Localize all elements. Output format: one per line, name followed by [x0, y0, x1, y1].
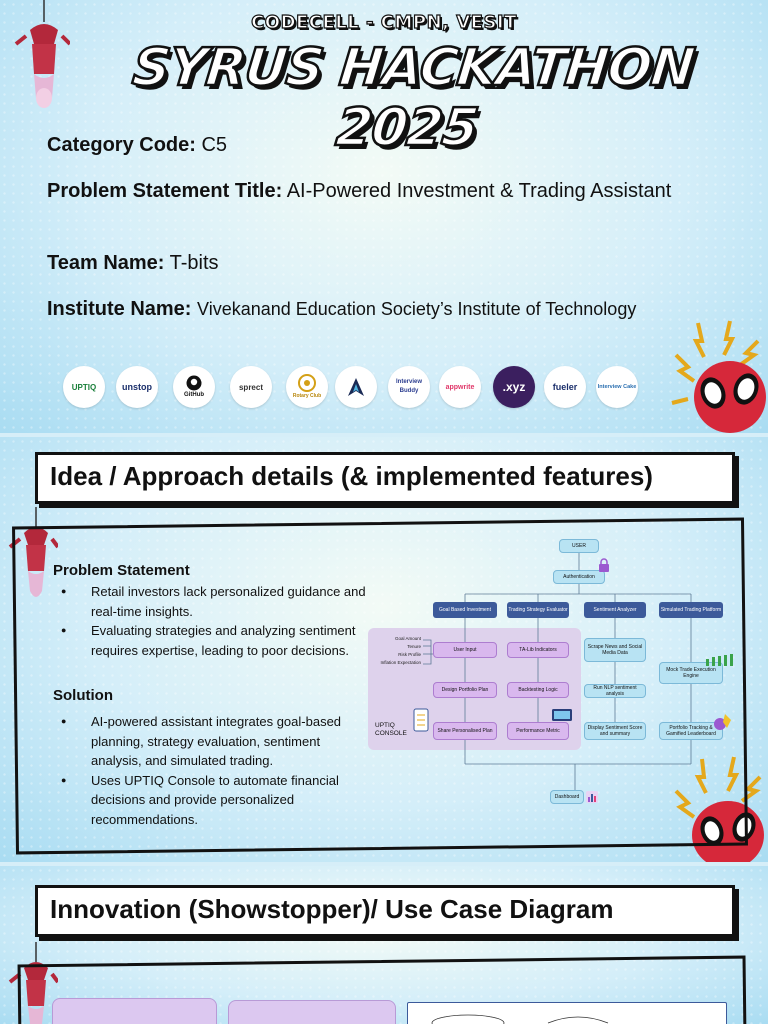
- idea-section-title: Idea / Approach details (& implemented f…: [35, 452, 735, 504]
- chart-icon: [586, 791, 598, 803]
- hanging-spiderman-icon: [14, 0, 70, 108]
- uptiq-logo: UPTIQ: [63, 366, 105, 408]
- input-goal-amount: Goal Amount: [394, 636, 421, 641]
- innovation-section-title-text: Innovation (Showstopper)/ Use Case Diagr…: [50, 894, 614, 924]
- document-icon: [413, 708, 429, 732]
- branch-strategy: Trading Strategy Evaluator: [507, 602, 569, 618]
- category-label: Category Code:: [47, 134, 196, 156]
- nlp-label: Run NLP sentiment analysis: [593, 685, 637, 697]
- spiderman-face-icon: [671, 320, 766, 433]
- share-plan-label: Share Personalised Plan: [437, 728, 493, 734]
- solution-heading: Solution: [53, 687, 113, 704]
- display-sentiment-node: Display Sentiment Score and summary: [584, 722, 646, 740]
- backtesting-node: Backtesting Logic: [507, 682, 569, 698]
- performance-label: Performance Metric: [516, 728, 560, 734]
- ta-lib-label: TA-Lib Indicators: [519, 647, 557, 653]
- user-input-label: User Input: [453, 647, 477, 653]
- use-case-card: [228, 1000, 396, 1024]
- category-value: C5: [201, 134, 228, 156]
- user-node: USER: [559, 539, 599, 553]
- scrape-label: Scrape News and Social Media Data: [587, 644, 643, 656]
- appwrite-logo: appwrite: [439, 366, 481, 408]
- mock-engine-node: Mock Trade Execution Engine: [659, 662, 723, 684]
- console-label: UPTIQ CONSOLE: [375, 722, 407, 737]
- use-case-card: [52, 998, 217, 1024]
- institute-value: Vivekanand Education Society’s Institute…: [197, 299, 637, 319]
- bar-chart-icon: [706, 654, 733, 666]
- input-tenure: Tenure: [407, 644, 421, 649]
- dashboard-node: Dashboard: [550, 790, 584, 804]
- monitor-icon: [552, 709, 572, 721]
- branch-goal: Goal Based Investment: [433, 602, 497, 618]
- hanging-spiderman-icon: [8, 942, 58, 1024]
- problem-points: Retail investors lack personalized guida…: [53, 582, 373, 660]
- institute-row: Institute Name: Vivekanand Education Soc…: [47, 296, 707, 322]
- institute-label: Institute Name:: [47, 298, 192, 320]
- design-plan-label: Design Portfolio Plan: [441, 687, 489, 693]
- branch-strategy-label: Trading Strategy Evaluator: [508, 607, 568, 613]
- sponsor-logos: UPTIQ unstop GitHub sprect Rotary Club I…: [63, 366, 643, 408]
- fueler-logo: fueler: [544, 366, 586, 408]
- spiderman-face-icon: [674, 756, 764, 862]
- list-item: Uses UPTIQ Console to automate financial…: [53, 771, 373, 830]
- innovation-section-title: Innovation (Showstopper)/ Use Case Diagr…: [35, 885, 735, 937]
- flowchart-connectors: [423, 553, 692, 790]
- branch-sentiment-label: Sentiment Analyzer: [593, 607, 637, 613]
- user-node-label: USER: [572, 543, 586, 549]
- rotary-logo: Rotary Club: [286, 366, 328, 408]
- idea-section-title-text: Idea / Approach details (& implemented f…: [50, 461, 653, 491]
- sprect-logo: sprect: [230, 366, 272, 408]
- rotary-wheel-icon: [298, 373, 316, 392]
- auth-node-label: Authentication: [563, 574, 595, 580]
- interview-cake-logo: Interview Cake: [596, 366, 638, 408]
- branch-sentiment: Sentiment Analyzer: [584, 602, 646, 618]
- team-row: Team Name: T-bits: [47, 250, 707, 276]
- lock-icon: [599, 558, 609, 572]
- arrow-logo: [335, 366, 377, 408]
- diagram-sketch-icon: [431, 1014, 609, 1024]
- team-value: T-bits: [169, 252, 219, 274]
- branch-simulated: Simulated Trading Platform: [659, 602, 723, 618]
- ta-lib-node: TA-Lib Indicators: [507, 642, 569, 658]
- solution-points: AI-powered assistant integrates goal-bas…: [53, 712, 373, 829]
- github-icon: [186, 375, 202, 390]
- portfolio-tracking-node: Portfolio Tracking & Gamified Leaderboar…: [659, 722, 723, 740]
- input-risk-profile: Risk Profile: [398, 652, 421, 657]
- user-input-node: User Input: [433, 642, 497, 658]
- title-slide: CODECELL - CMPN, VESIT SYRUS HACKATHON 2…: [0, 0, 768, 433]
- organizer-title: CODECELL - CMPN, VESIT: [250, 11, 517, 33]
- branch-simulated-label: Simulated Trading Platform: [660, 607, 722, 613]
- hanging-spiderman-icon: [8, 507, 58, 597]
- list-item: Retail investors lack personalized guida…: [53, 582, 373, 621]
- category-row: Category Code: C5: [47, 132, 707, 158]
- mock-engine-label: Mock Trade Execution Engine: [666, 667, 716, 679]
- auth-node: Authentication: [553, 570, 605, 584]
- xyz-logo: .xyz: [493, 366, 535, 408]
- problem-heading: Problem Statement: [53, 562, 190, 579]
- architecture-flowchart: USER Authentication Goal Based Investmen…: [365, 536, 745, 811]
- use-case-diagram-frame: [407, 1002, 727, 1024]
- display-sentiment-label: Display Sentiment Score and summary: [587, 725, 643, 737]
- github-logo: GitHub: [173, 366, 215, 408]
- scrape-node: Scrape News and Social Media Data: [584, 638, 646, 662]
- branch-goal-label: Goal Based Investment: [439, 607, 491, 613]
- problem-label: Problem Statement Title:: [47, 180, 283, 202]
- share-plan-node: Share Personalised Plan: [433, 722, 497, 740]
- interview-buddy-logo: Interview Buddy: [388, 366, 430, 408]
- list-item: Evaluating strategies and analyzing sent…: [53, 621, 373, 660]
- team-label: Team Name:: [47, 252, 165, 274]
- problem-value: AI-Powered Investment & Trading Assistan…: [286, 180, 672, 202]
- unstop-logo: unstop: [116, 366, 158, 408]
- problem-row: Problem Statement Title: AI-Powered Inve…: [47, 178, 707, 204]
- backtesting-label: Backtesting Logic: [518, 687, 558, 693]
- list-item: AI-powered assistant integrates goal-bas…: [53, 712, 373, 771]
- portfolio-tracking-label: Portfolio Tracking & Gamified Leaderboar…: [666, 725, 716, 737]
- nlp-node: Run NLP sentiment analysis: [584, 684, 646, 698]
- design-plan-node: Design Portfolio Plan: [433, 682, 497, 698]
- arrow-up-icon: [348, 378, 364, 396]
- input-inflation: Inflation Expectation: [380, 660, 421, 665]
- dashboard-label: Dashboard: [554, 794, 580, 800]
- performance-node: Performance Metric: [507, 722, 569, 740]
- trophy-icon: [714, 714, 731, 730]
